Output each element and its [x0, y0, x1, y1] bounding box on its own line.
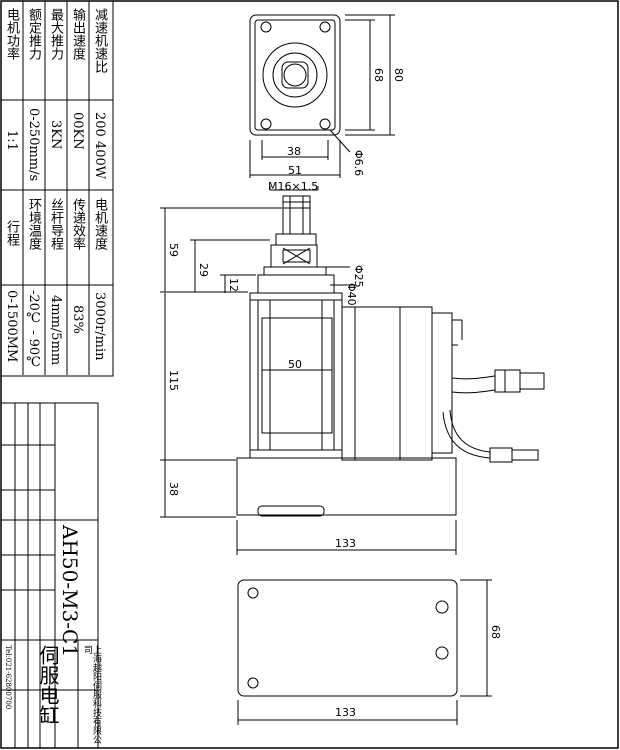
company-name: 上海越阳伺服科技有限公司 — [82, 645, 101, 744]
spec-label-output-speed: 输出速度 — [70, 8, 85, 60]
spec-value-lead: 4mm/5mm — [48, 295, 63, 366]
spec-label-rated-thrust: 额定推力 — [26, 8, 41, 60]
title-block-frame — [0, 402, 99, 749]
dim-59: 59 — [167, 243, 180, 257]
dim-dia-25: Φ25 — [352, 265, 365, 288]
spec-value-temperature: -20℃ - 90℃ — [26, 290, 41, 371]
spec-label-lead: 丝杆导程 — [48, 198, 63, 250]
spec-label-temperature: 环境温度 — [26, 198, 41, 250]
actuator-side-view — [160, 186, 545, 555]
dim-bottom-133: 133 — [335, 706, 356, 719]
dim-base-38: 38 — [167, 482, 180, 496]
dim-50: 50 — [288, 358, 302, 371]
spec-label-ratio: 减速机速比 — [92, 8, 107, 73]
dim-51: 51 — [288, 164, 302, 177]
spec-label-motor-speed: 电机速度 — [92, 198, 107, 250]
spec-label-motor-power: 电机功率 — [4, 8, 19, 60]
spec-value-efficiency: 83% — [70, 305, 85, 334]
spec-value-output-speed: 0-250mm/s — [26, 108, 41, 182]
dim-29: 29 — [197, 263, 210, 277]
dim-12: 12 — [227, 278, 240, 292]
product-name: 伺服电缸 — [36, 645, 60, 725]
spec-label-max-thrust: 最大推力 — [48, 8, 63, 60]
dim-80: 80 — [392, 68, 405, 82]
contact-info: Tel:021-62800700 — [4, 645, 12, 710]
base-bottom-view — [237, 579, 492, 725]
flange-top-view — [249, 14, 395, 178]
spec-value-rated-thrust: 00KN — [70, 112, 85, 150]
spec-table-frame — [0, 0, 114, 377]
spec-value-max-thrust: 3KN — [48, 120, 63, 150]
spec-value-ratio: 1:1 — [4, 130, 19, 151]
dim-38: 38 — [287, 145, 301, 158]
dim-dia-40: Φ40 — [345, 283, 358, 306]
dim-bottom-68: 68 — [489, 625, 502, 639]
spec-label-efficiency: 传递效率 — [70, 198, 85, 250]
spec-value-motor-speed: 3000r/min — [92, 292, 107, 361]
spec-label-stroke: 行程 — [4, 220, 19, 246]
dim-thread: M16×1.5 — [268, 180, 319, 193]
spec-value-stroke: 0-1500MM — [4, 290, 19, 363]
model-number: AH50-M3-C1 — [58, 525, 82, 658]
spec-value-motor-power: 200 400W — [92, 112, 107, 180]
dim-68: 68 — [372, 68, 385, 82]
dim-hole-dia: Φ6.6 — [352, 150, 365, 177]
dim-115: 115 — [167, 370, 180, 391]
dim-133: 133 — [335, 537, 356, 550]
